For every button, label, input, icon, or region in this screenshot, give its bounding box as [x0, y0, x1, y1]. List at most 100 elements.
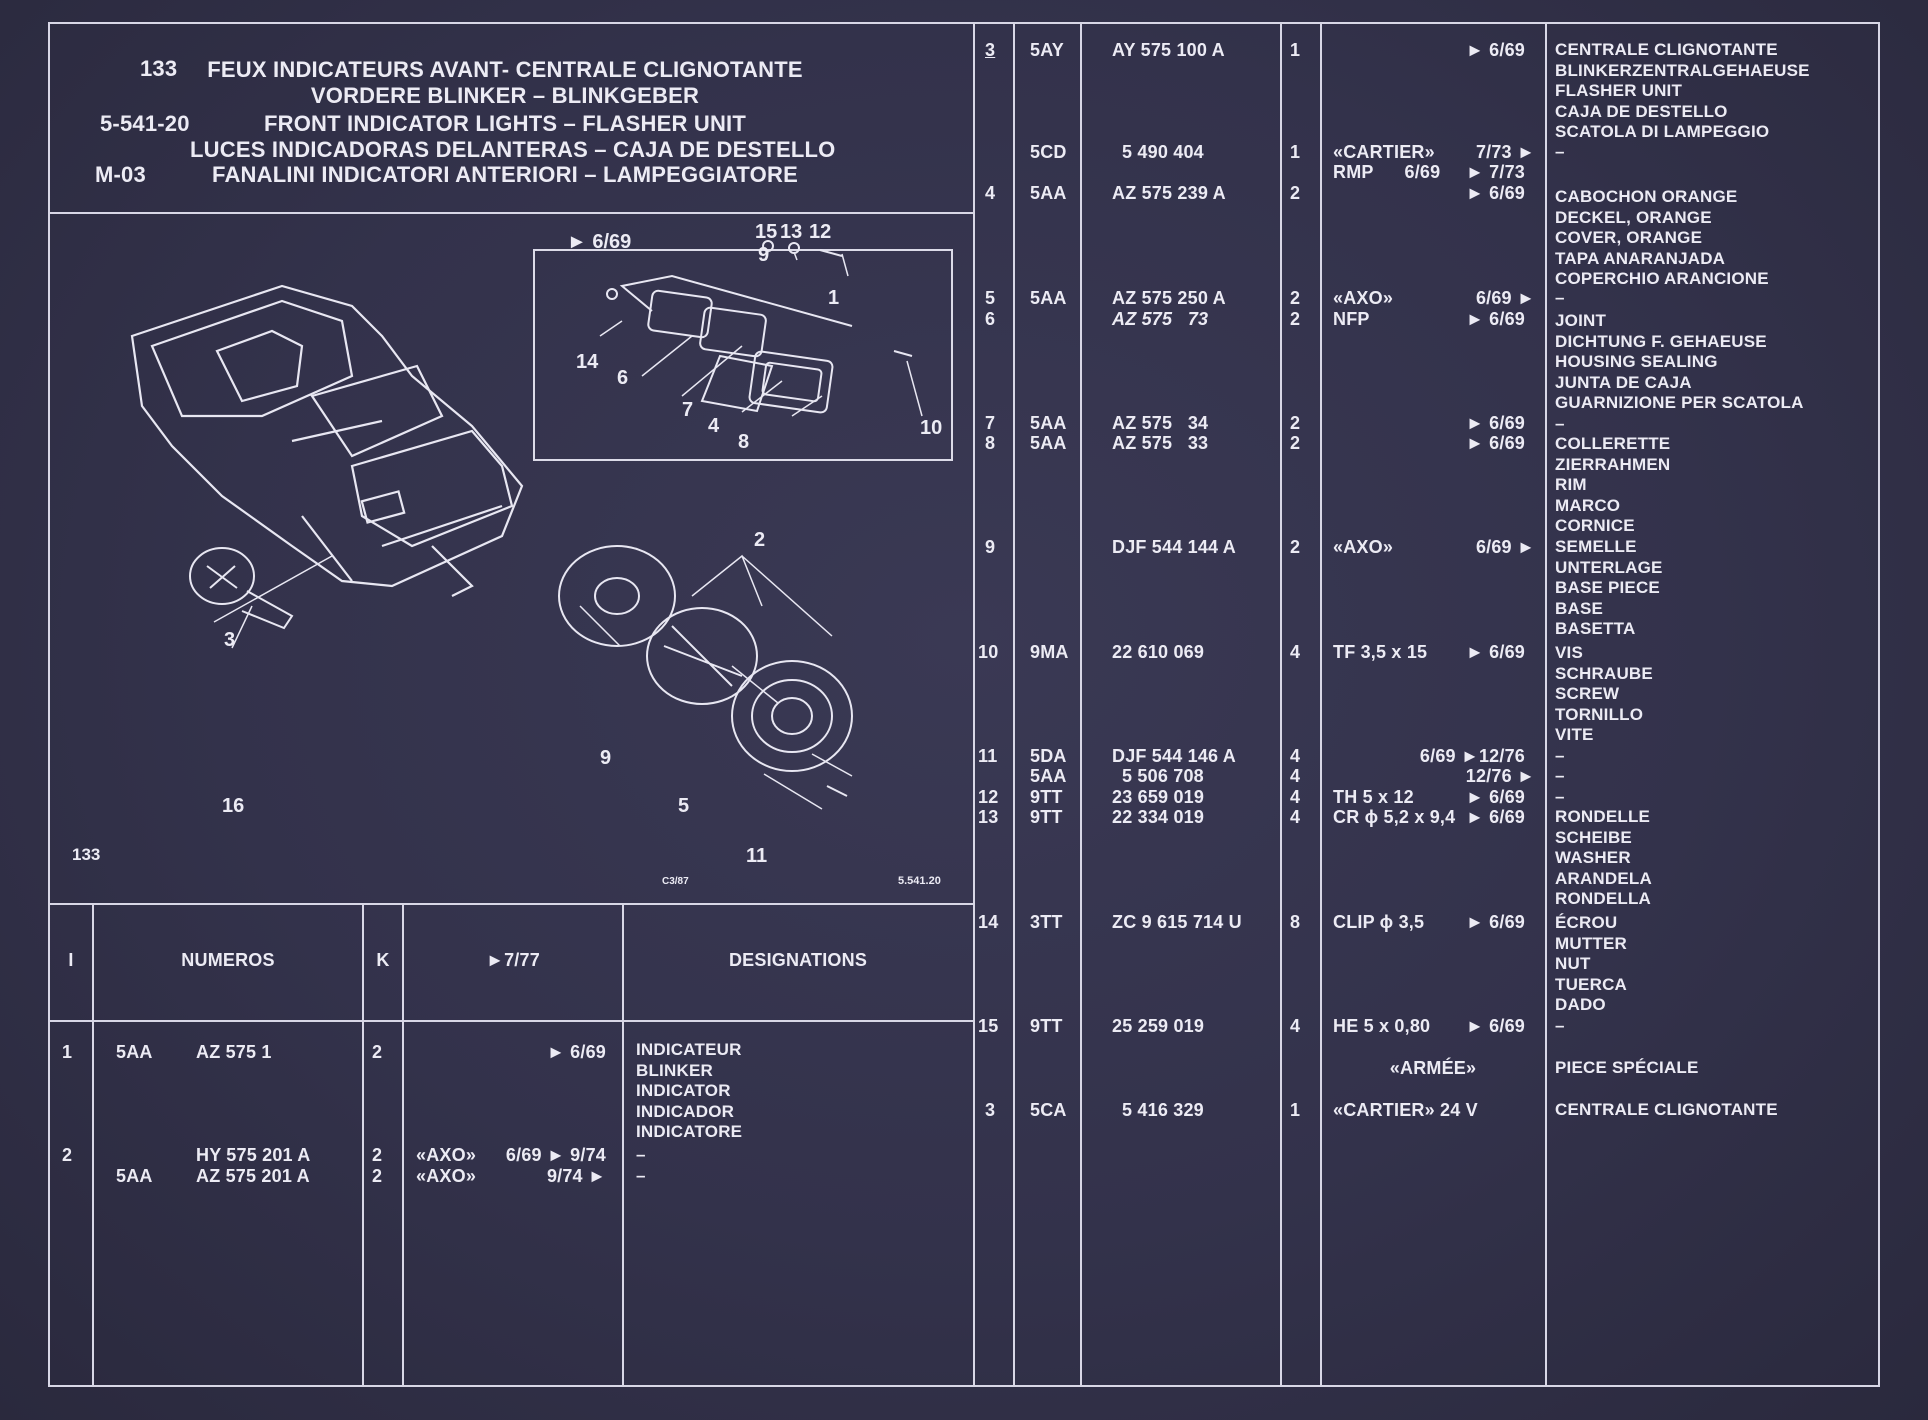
row-note: «AXO»: [1333, 537, 1394, 557]
row-designation: –: [1555, 766, 1565, 785]
indicator-parts-drawing: [606, 240, 913, 414]
page-number: 133: [140, 56, 178, 81]
row-date: ► 6/69: [1465, 807, 1525, 827]
callout-10: 10: [920, 417, 942, 439]
row-designation: –: [636, 1145, 646, 1164]
row-part-number: ZC 9 615 714 U: [1112, 912, 1242, 932]
row-item: 15: [978, 1016, 999, 1036]
row-part-number: AZ 575 201 A: [196, 1166, 310, 1186]
row-note: HE 5 x 0,80: [1333, 1016, 1431, 1036]
row-date: ► 6/69: [1465, 642, 1525, 662]
row-designation: RONDELLE SCHEIBE WASHER ARANDELA RONDELL…: [1555, 807, 1652, 908]
row-qty: 4: [1290, 787, 1301, 807]
row-code: 5CD: [1030, 142, 1067, 162]
diagram-stamp: C3/87: [662, 876, 689, 887]
row-qty: 2: [372, 1042, 383, 1062]
round-lamp-drawing: [189, 545, 853, 797]
row-date: ► 6/69: [546, 1042, 606, 1062]
table-top-rule: [48, 903, 973, 905]
row-code: 5AA: [1030, 413, 1067, 433]
row-note: «AXO»: [1333, 288, 1394, 308]
row-part-number: 25 259 019: [1112, 1016, 1205, 1036]
row-qty: 2: [1290, 183, 1301, 203]
row-date: ► 6/69: [1465, 183, 1525, 203]
row-code: 5AY: [1030, 40, 1064, 60]
row-code: 5AA: [1030, 183, 1067, 203]
row-code: 9TT: [1030, 787, 1063, 807]
row-designation: CENTRALE CLIGNOTANTE BLINKERZENTRALGEHAE…: [1555, 40, 1810, 141]
row-date: ► 6/69: [1465, 433, 1525, 453]
row-part-number: 23 659 019: [1112, 787, 1205, 807]
row-code: 9TT: [1030, 1016, 1063, 1036]
callout-14: 14: [576, 351, 599, 373]
callout-1: 1: [828, 287, 839, 309]
row-item: 8: [985, 433, 996, 453]
title-de: VORDERE BLINKER – BLINKGEBER: [310, 83, 700, 108]
row-qty: 1: [1290, 142, 1301, 162]
callout-11: 11: [746, 845, 767, 867]
callout-13: 13: [780, 221, 802, 243]
row-part-number: HY 575 201 A: [196, 1145, 311, 1165]
row-code: 5AA: [116, 1042, 153, 1062]
row-part-number: DJF 544 146 A: [1112, 746, 1237, 766]
row-date: ► 7/73: [1465, 162, 1525, 182]
row-designation: VIS SCHRAUBE SCREW TORNILLO VITE: [1555, 643, 1653, 744]
row-designation: SEMELLE UNTERLAGE BASE PIECE BASE BASETT…: [1555, 537, 1663, 638]
row-date: 7/73 ►: [1475, 142, 1535, 162]
diagram-page-label: 133: [72, 845, 100, 864]
row-qty: 1: [1290, 1100, 1301, 1120]
col-rule: [622, 903, 624, 1387]
callout-6: 6: [617, 367, 628, 389]
row-code: 5CA: [1030, 1100, 1067, 1120]
row-date: ► 6/69: [1465, 1016, 1525, 1036]
inset-date-label: ► 6/69: [567, 231, 631, 253]
row-designation: –: [1555, 746, 1565, 765]
row-note: CR ϕ 5,2 x 9,4: [1333, 807, 1456, 827]
row-designation: CABOCHON ORANGE DECKEL, ORANGE COVER, OR…: [1555, 187, 1769, 288]
col-rule: [362, 903, 364, 1387]
row-designation: –: [1555, 288, 1565, 307]
row-code: 9MA: [1030, 642, 1069, 662]
row-note: «AXO»: [416, 1145, 477, 1165]
callout-7: 7: [682, 399, 693, 421]
row-item: 3: [985, 1100, 996, 1120]
callout-16: 16: [222, 795, 244, 817]
title-en: FRONT INDICATOR LIGHTS – FLASHER UNIT: [263, 111, 747, 136]
row-item: 7: [985, 413, 996, 433]
row-item: 1: [62, 1042, 73, 1062]
row-item: 3: [985, 40, 996, 60]
col-rule: [1320, 22, 1322, 1387]
row-designation: –: [636, 1166, 646, 1185]
row-item: 6: [985, 309, 996, 329]
row-date: ► 6/69: [1465, 912, 1525, 932]
callout-15: 15: [755, 221, 777, 243]
row-date: 6/69 ► 9/74: [505, 1145, 606, 1165]
col-rule: [1280, 22, 1282, 1387]
row-note: NFP: [1333, 309, 1370, 329]
table-header-rule: [48, 1020, 973, 1022]
row-date: 6/69 ►: [1475, 537, 1535, 557]
row-item: 12: [978, 787, 999, 807]
col-designations-header: DESIGNATIONS: [728, 950, 868, 970]
callout-2: 2: [754, 529, 765, 551]
row-note: «ARMÉE»: [1389, 1058, 1477, 1078]
row-code: 5AA: [1030, 288, 1067, 308]
col-rule: [973, 22, 975, 1387]
callout-8: 8: [738, 431, 749, 453]
row-code: 9TT: [1030, 807, 1063, 827]
row-qty: 4: [1290, 1016, 1301, 1036]
row-part-number: AZ 575 34: [1112, 413, 1209, 433]
row-part-number: 5 506 708: [1122, 766, 1204, 786]
row-item: 11: [978, 746, 998, 766]
car-body-drawing: [130, 284, 524, 597]
row-designation: –: [1555, 787, 1565, 806]
sheet-frame: [48, 22, 1880, 1387]
row-part-number: AZ 575 239 A: [1112, 183, 1226, 203]
row-qty: 4: [1290, 642, 1301, 662]
row-note: TH 5 x 12: [1333, 787, 1414, 807]
row-date: ► 6/69: [1465, 413, 1525, 433]
row-part-number: AZ 575 250 A: [1112, 288, 1226, 308]
row-part-number: AZ 575 33: [1112, 433, 1209, 453]
row-code: 3TT: [1030, 912, 1063, 932]
col-numeros-header: NUMEROS: [181, 950, 275, 970]
